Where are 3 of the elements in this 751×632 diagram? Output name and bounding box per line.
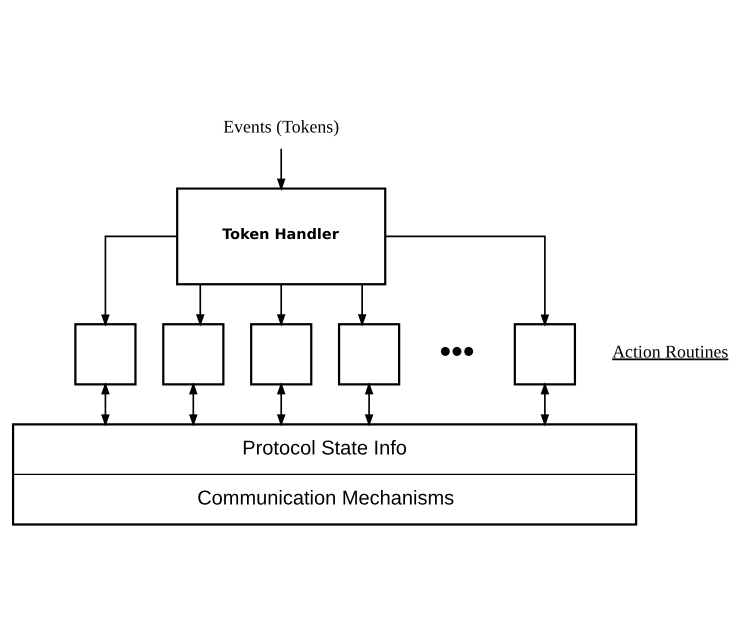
node-text: Events (Tokens) (223, 116, 340, 136)
label: ••• (439, 333, 475, 370)
label: Action Routines (612, 340, 728, 361)
